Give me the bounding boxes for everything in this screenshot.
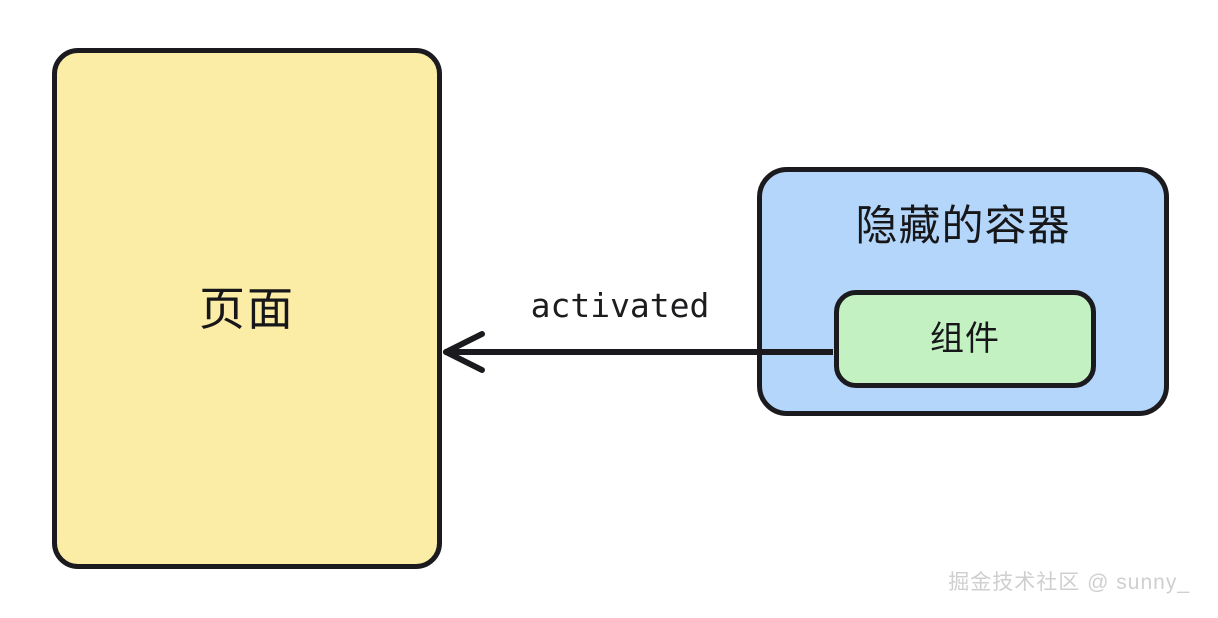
hidden-container-label: 隐藏的容器 (855, 202, 1071, 249)
hidden-container-node[interactable]: 隐藏的容器 组件 (757, 167, 1169, 416)
page-node[interactable]: 页面 (52, 48, 442, 569)
activated-arrow (443, 331, 833, 373)
component-label: 组件 (930, 320, 1000, 358)
component-node[interactable]: 组件 (834, 290, 1096, 388)
activated-arrow-label: activated (530, 286, 710, 325)
arrowhead-upper-barb (443, 331, 485, 355)
page-node-label: 页面 (199, 282, 295, 335)
watermark: 掘金技术社区 @ sunny_ (948, 571, 1190, 594)
arrowhead-lower-barb (443, 349, 485, 373)
